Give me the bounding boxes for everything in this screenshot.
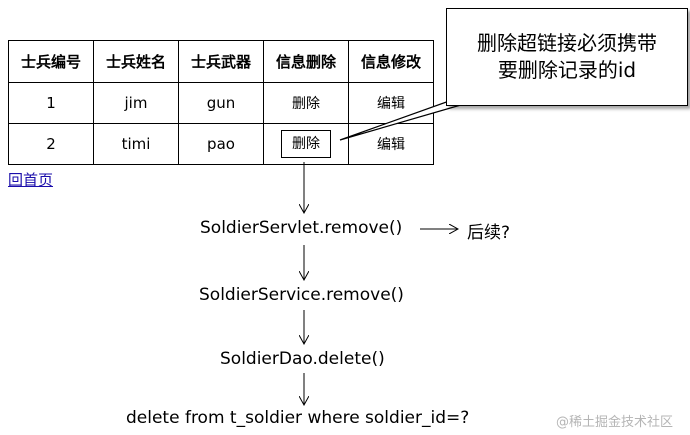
table-row: 2 timi pao 删除 编辑	[8, 123, 434, 165]
edit-link[interactable]: 编辑	[377, 96, 405, 112]
callout-line-1: 删除超链接必须携带	[477, 31, 657, 55]
cell-id: 2	[8, 123, 94, 165]
edit-link[interactable]: 编辑	[377, 137, 405, 153]
cell-edit: 编辑	[348, 123, 434, 165]
cell-name: jim	[93, 82, 179, 124]
dao-node: SoldierDao.delete()	[220, 349, 385, 369]
cell-weapon: gun	[178, 82, 264, 124]
next-node: 后续?	[467, 223, 511, 243]
callout-box: 删除超链接必须携带 要删除记录的id	[446, 8, 688, 106]
soldier-table: 士兵编号 士兵姓名 士兵武器 信息删除 信息修改 1 jim gun 删除 编辑…	[8, 40, 434, 165]
cell-name: timi	[93, 123, 179, 165]
header-id: 士兵编号	[8, 40, 94, 83]
callout-pointer	[339, 99, 479, 141]
header-name: 士兵姓名	[93, 40, 179, 83]
delete-link[interactable]: 删除	[292, 96, 320, 112]
delete-button[interactable]: 删除	[281, 130, 331, 158]
callout-line-2: 要删除记录的id	[497, 58, 637, 82]
table-row: 1 jim gun 删除 编辑	[8, 82, 434, 124]
home-link[interactable]: 回首页	[8, 171, 54, 189]
sql-node: delete from t_soldier where soldier_id=?	[126, 408, 470, 428]
table-header-row: 士兵编号 士兵姓名 士兵武器 信息删除 信息修改	[8, 40, 434, 83]
cell-weapon: pao	[178, 123, 264, 165]
watermark: @稀土掘金技术社区	[556, 415, 674, 430]
header-delete: 信息删除	[263, 40, 349, 83]
cell-delete: 删除	[263, 123, 349, 165]
service-node: SoldierService.remove()	[199, 285, 404, 305]
servlet-node: SoldierServlet.remove()	[200, 218, 403, 238]
header-edit: 信息修改	[348, 40, 434, 83]
